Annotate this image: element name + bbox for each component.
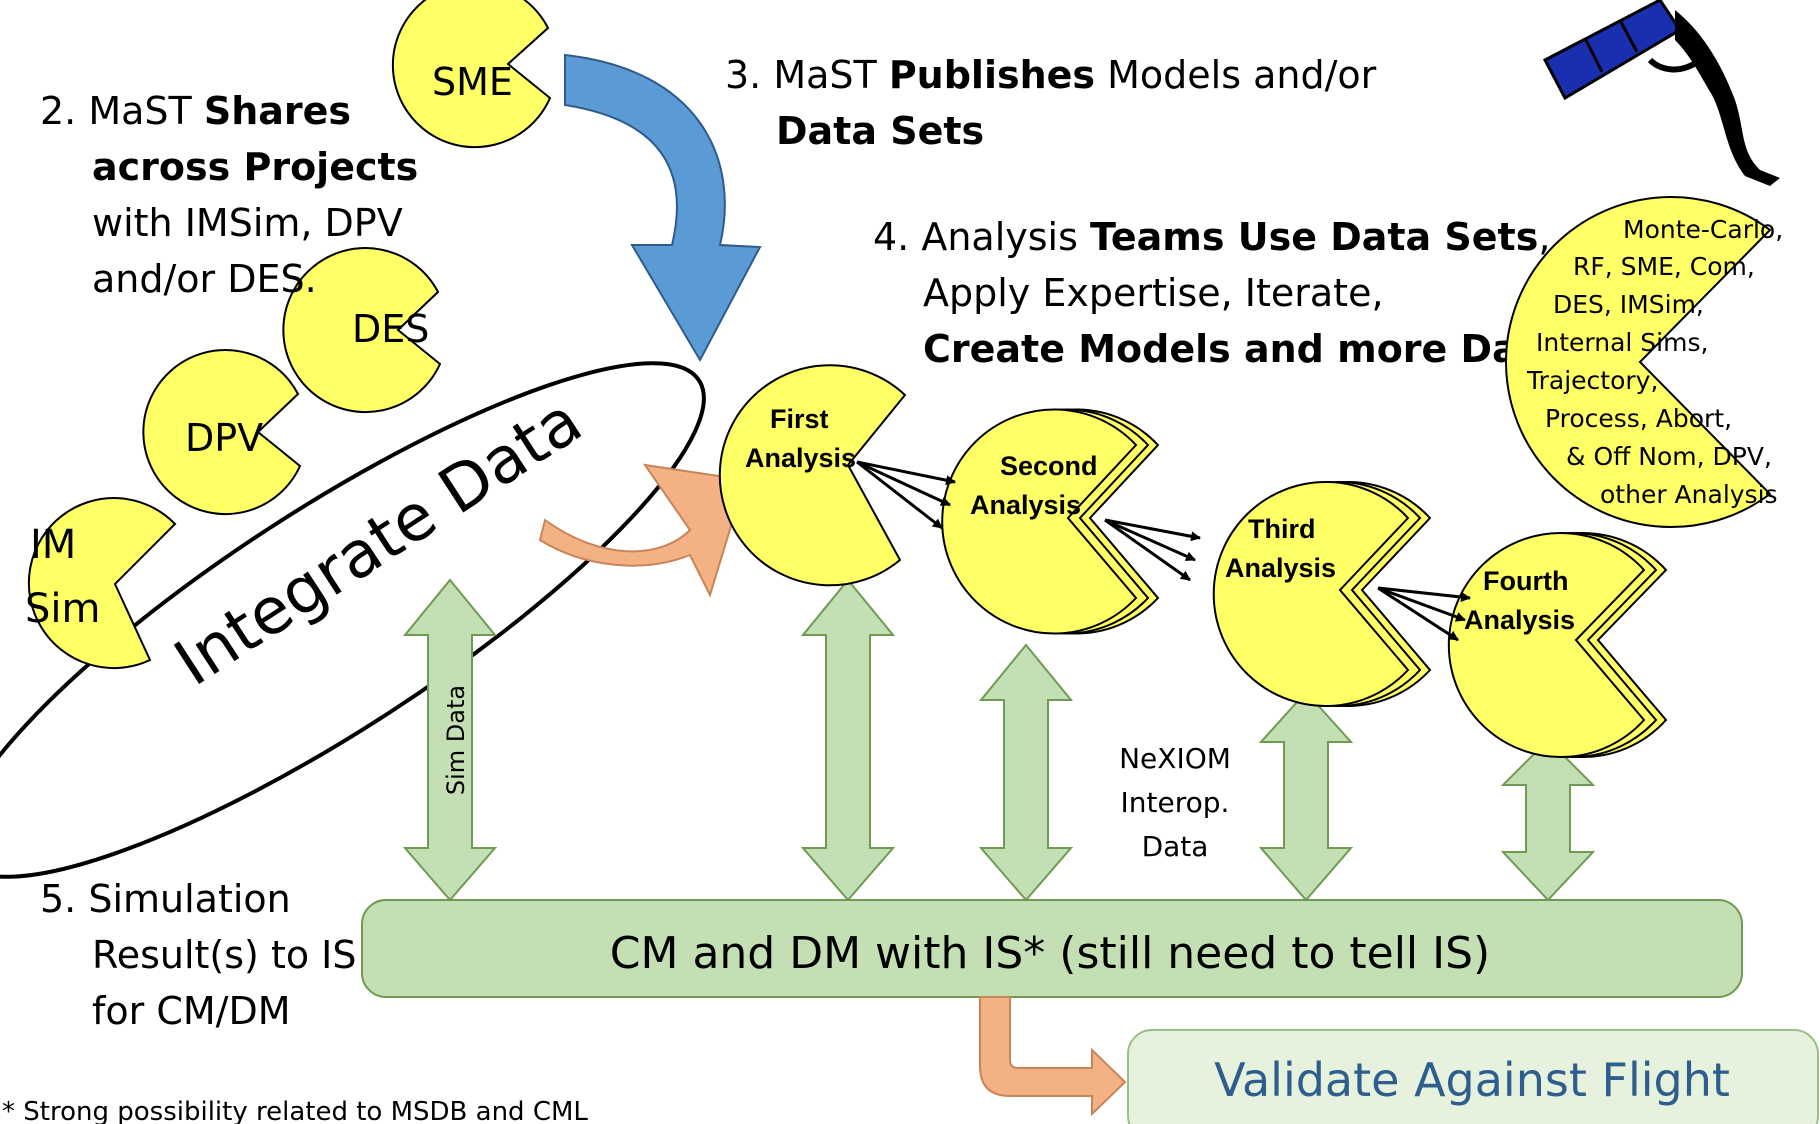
svg-text:with IMSim, DPV: with IMSim, DPV [92,201,403,245]
third-analysis-double-arrow [1258,690,1354,902]
fourth-analysis-label-line2: Analysis [1464,605,1575,635]
svg-text:5. Simulation: 5. Simulation [40,877,291,921]
sme-node [391,0,552,149]
second-analysis-double-arrow [978,643,1074,902]
to-validate-arrow [979,996,1127,1117]
fourth-analysis-label-line1: Fourth [1483,566,1568,596]
footnote: * Strong possibility related to MSDB and… [2,1097,588,1124]
svg-text:& Off Nom, DPV,: & Off Nom, DPV, [1566,442,1772,471]
analysis-types-node [1505,196,1772,528]
sme-label: SME [432,60,513,104]
second-analysis-label-line2: Analysis [970,490,1081,520]
svg-text:NeXIOM: NeXIOM [1119,742,1231,775]
svg-text:for CM/DM: for CM/DM [92,989,291,1033]
imsim-node [27,497,177,670]
svg-text:and/or DES.: and/or DES. [92,257,317,301]
imsim-label-line1: IM [30,522,76,568]
svg-text:RF, SME, Com,: RF, SME, Com, [1573,252,1755,281]
publish-curved-arrow [564,53,762,363]
second-analysis-node [941,408,1160,635]
third-analysis-label-line1: Third [1248,514,1316,544]
svg-text:Data Sets: Data Sets [776,109,984,153]
sim-data-label: Sim Data [442,685,470,795]
cm-dm-bar-label: CM and DM with IS* (still need to tell I… [610,928,1490,979]
svg-text:Monte-Carlo,: Monte-Carlo, [1623,215,1783,244]
svg-text:DES, IMSim,: DES, IMSim, [1553,290,1704,319]
step2-text: 2. MaST Shares across Projects with IMSi… [40,89,418,301]
imsim-label-line2: Sim [25,586,100,632]
telescope-figure-icon [1542,0,1780,186]
fourth-analysis-node [1447,532,1668,758]
first-analysis-node [718,364,907,587]
third-analysis-label-line2: Analysis [1225,553,1336,583]
svg-text:other Analysis: other Analysis [1600,480,1778,509]
nexiom-label: NeXIOM Interop. Data [1119,742,1231,863]
svg-text:Data: Data [1142,830,1209,863]
svg-text:3. MaST Publishes Models and/o: 3. MaST Publishes Models and/or [725,53,1377,97]
first-analysis-label-line2: Analysis [745,443,856,473]
sim-data-double-arrow: Sim Data [402,578,498,902]
second-to-third-arrows [1104,518,1201,582]
svg-text:Create Models and more Data: Create Models and more Data [923,327,1562,371]
svg-text:Process, Abort,: Process, Abort, [1545,404,1732,433]
svg-text:Interop.: Interop. [1121,786,1230,819]
dpv-node [142,349,302,515]
dpv-label: DPV [185,416,263,460]
svg-text:Internal Sims,: Internal Sims, [1536,328,1708,357]
svg-text:4. Analysis Teams Use Data Set: 4. Analysis Teams Use Data Sets, [873,215,1550,259]
validate-label: Validate Against Flight [1214,1053,1730,1107]
step3-text: 3. MaST Publishes Models and/or Data Set… [725,53,1377,153]
first-to-second-arrows [856,460,956,530]
validate-box [1127,1029,1819,1124]
svg-text:Apply Expertise, Iterate,: Apply Expertise, Iterate, [923,271,1384,315]
cm-dm-bar [361,899,1743,998]
first-analysis-double-arrow [800,578,896,902]
third-analysis-node [1212,481,1432,707]
third-to-fourth-arrows [1377,586,1471,642]
second-analysis-label-line1: Second [1000,451,1098,481]
des-node [282,247,442,413]
svg-text:2. MaST Shares: 2. MaST Shares [40,89,351,133]
svg-text:across Projects: across Projects [92,145,418,189]
des-label: DES [352,307,429,351]
fourth-analysis-double-arrow [1500,738,1596,902]
step5-text: 5. Simulation Result(s) to IS for CM/DM [40,877,357,1033]
svg-text:Result(s) to IS: Result(s) to IS [92,933,357,977]
first-analysis-label-line1: First [770,404,829,434]
analysis-types-list: Monte-Carlo, RF, SME, Com, DES, IMSim, I… [1526,215,1783,509]
svg-text:Trajectory,: Trajectory, [1526,366,1658,395]
step4-text: 4. Analysis Teams Use Data Sets, Apply E… [873,215,1562,371]
